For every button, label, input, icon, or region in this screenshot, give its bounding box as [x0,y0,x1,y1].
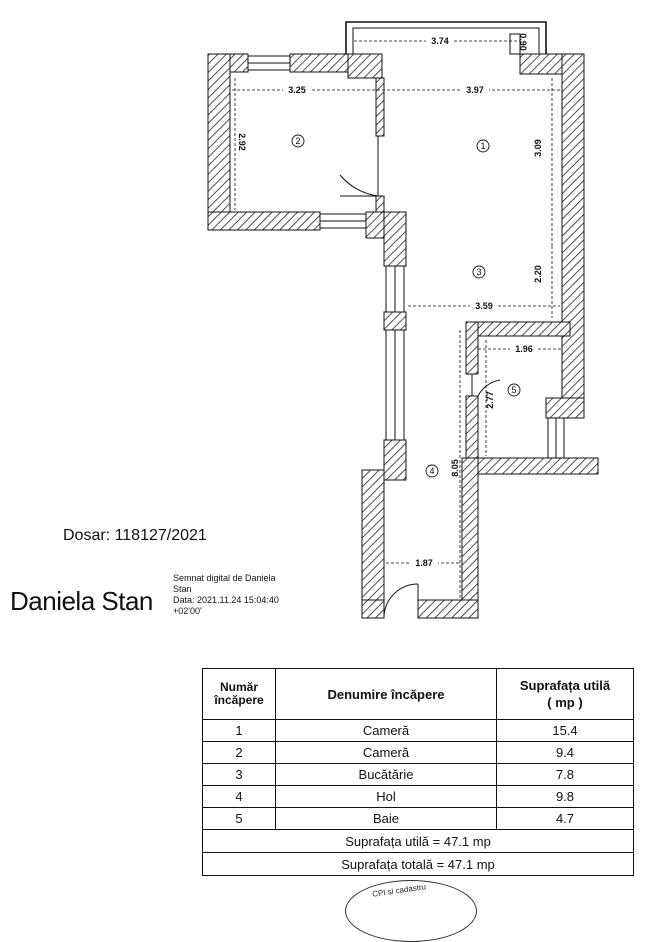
signature-line-3: Data: 2021.11.24 15:04:40 [173,595,279,605]
balcony [345,21,547,56]
dim-hall-width: 1.87 [415,558,433,568]
room-marker-1: 1 [480,141,485,151]
table-row: 3 Bucătărie 7.8 [202,763,634,786]
dim-room1-width: 3.97 [466,85,484,95]
room-number: 2 [202,741,276,764]
useful-total-row: Suprafața utilă = 47.1 mp [202,829,634,853]
room-marker-5: 5 [511,385,516,395]
doors [339,136,501,619]
room-area: 7.8 [496,763,634,786]
header-room-number: Număr încăpere [202,668,276,720]
area-table-header: Număr încăpere Denumire încăpere Suprafa… [202,668,634,720]
dosar-number: Dosar: 118127/2021 [63,527,207,544]
dim-room2-depth: 2.92 [237,133,247,151]
room-name: Cameră [275,741,497,764]
room-area: 15.4 [496,719,634,742]
room-number: 1 [202,719,276,742]
useful-total: Suprafața utilă = 47.1 mp [202,829,634,853]
gross-total: Suprafața totală = 47.1 mp [202,852,634,876]
dim-bath-depth: 2.77 [485,391,495,409]
area-table: Număr încăpere Denumire încăpere Suprafa… [202,668,634,876]
floor-plan: 3.74 0.90 3.25 3.97 2.92 3.09 2.20 3.59 … [207,21,599,619]
table-row: 4 Hol 9.8 [202,785,634,808]
table-row: 1 Cameră 15.4 [202,719,634,742]
gross-total-row: Suprafața totală = 47.1 mp [202,852,634,876]
dim-top-width: 3.74 [431,36,449,46]
dim-balcony-depth: 0.90 [518,33,528,51]
table-row: 5 Baie 4.7 [202,807,634,830]
room-number: 4 [202,785,276,808]
dim-hall-length: 8.05 [450,459,460,477]
room-markers [291,134,521,478]
table-row: 2 Cameră 9.4 [202,741,634,764]
dim-room2-width: 3.25 [288,85,306,95]
windows [247,33,565,459]
dim-room3-depth: 2.20 [533,265,543,283]
dim-bath-width: 1.96 [515,344,533,354]
room-name: Hol [275,785,497,808]
room-number: 5 [202,807,276,830]
room-marker-labels: 1 2 3 4 5 [295,136,516,476]
room-marker-3: 3 [476,267,481,277]
room-name: Cameră [275,719,497,742]
signature-metadata: Semnat digital de Daniela Stan Data: 202… [173,573,313,617]
signature-line-4: +02'00' [173,606,202,616]
dim-room1-depth: 3.09 [533,139,543,157]
dimension-labels: 3.74 0.90 3.25 3.97 2.92 3.09 2.20 3.59 … [237,33,543,568]
room-area: 4.7 [496,807,634,830]
room-area: 9.4 [496,741,634,764]
room-name: Baie [275,807,497,830]
signature-line-1: Semnat digital de Daniela [173,573,276,583]
room-number: 3 [202,763,276,786]
room-area: 9.8 [496,785,634,808]
walls [207,53,599,619]
header-room-name: Denumire încăpere [275,668,497,720]
room-marker-2: 2 [295,136,300,146]
header-useful-area: Suprafața utilă ( mp ) [496,668,634,720]
room-marker-4: 4 [429,466,434,476]
room-name: Bucătărie [275,763,497,786]
dim-room3-width: 3.59 [475,301,493,311]
signature-name: Daniela Stan [10,586,153,616]
signature-line-2: Stan [173,584,192,594]
